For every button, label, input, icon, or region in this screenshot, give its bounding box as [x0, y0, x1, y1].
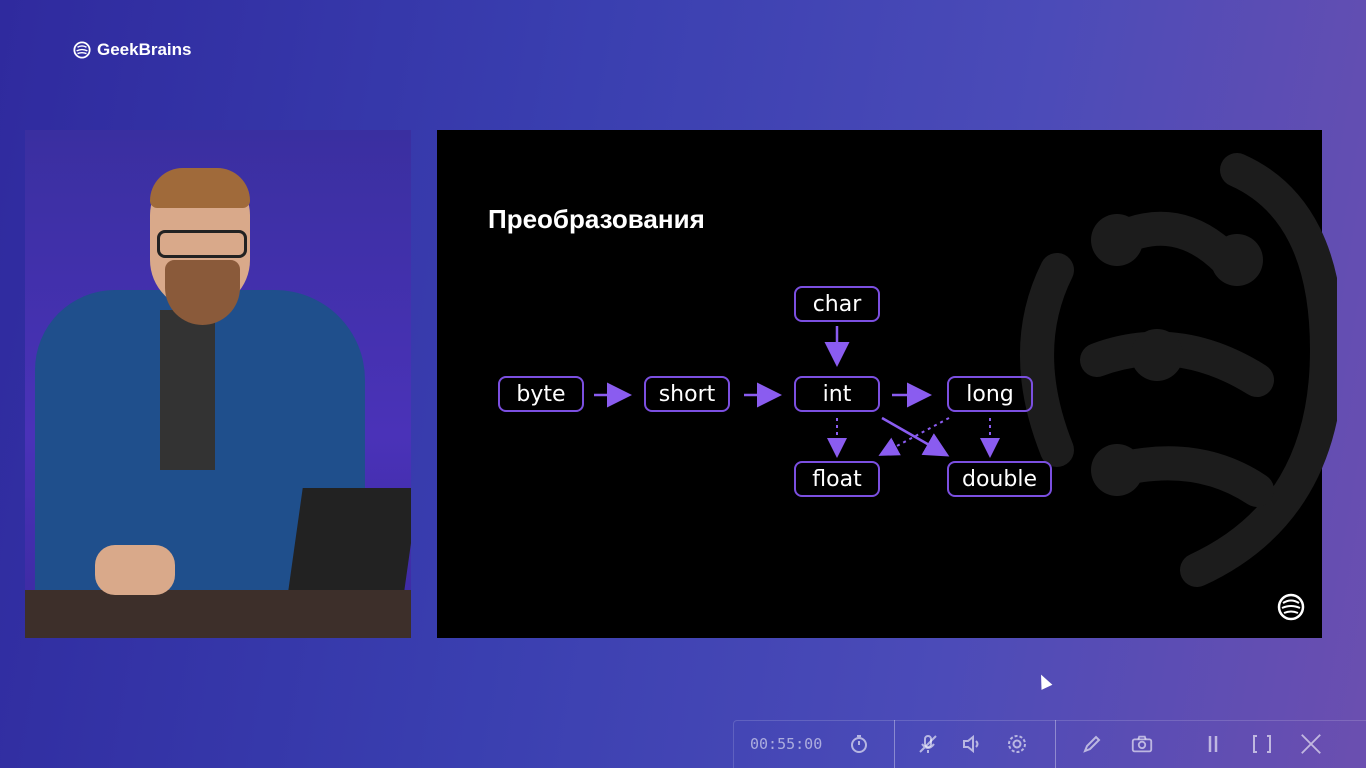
brand-logo: GeekBrains	[73, 40, 192, 60]
timer-icon[interactable]	[847, 732, 871, 756]
presenter-hand	[95, 545, 175, 595]
presenter-hair	[150, 168, 250, 208]
volume-icon[interactable]	[960, 732, 984, 756]
presenter-shirt	[160, 310, 215, 470]
toolbar-frame	[733, 720, 1366, 768]
toolbar-separator	[894, 720, 895, 768]
type-conversion-diagram	[594, 326, 1000, 458]
slide-panel: Преобразования char byte short	[437, 130, 1337, 638]
presenter-glasses	[157, 230, 247, 258]
node-long: long	[947, 376, 1033, 412]
node-char: char	[794, 286, 880, 322]
settings-icon[interactable]	[1005, 732, 1029, 756]
arrow-long-float	[878, 417, 950, 456]
pen-icon[interactable]	[1080, 732, 1104, 756]
close-icon[interactable]	[1299, 732, 1323, 756]
player-toolbar: 00:55:00	[733, 720, 1366, 768]
toolbar-separator	[1055, 720, 1056, 768]
fullscreen-icon[interactable]	[1250, 732, 1274, 756]
mouse-cursor	[1035, 672, 1053, 690]
presenter-video	[25, 130, 411, 638]
slide-title: Преобразования	[488, 204, 705, 234]
pause-icon[interactable]	[1201, 732, 1225, 756]
node-float: float	[794, 461, 880, 497]
background-brain-watermark	[1020, 153, 1337, 587]
laptop	[287, 488, 411, 598]
presenter-beard	[165, 260, 240, 325]
arrow-int-double	[881, 416, 950, 457]
node-int: int	[794, 376, 880, 412]
slide: Преобразования char byte short	[437, 130, 1337, 638]
mic-off-icon[interactable]	[916, 732, 940, 756]
node-short: short	[644, 376, 730, 412]
node-double: double	[947, 461, 1052, 497]
node-byte: byte	[498, 376, 584, 412]
brain-corner-icon	[1277, 593, 1305, 621]
desk	[25, 590, 411, 638]
brand-name: GeekBrains	[97, 40, 192, 59]
camera-icon[interactable]	[1130, 732, 1154, 756]
elapsed-time: 00:55:00	[750, 735, 823, 753]
brain-logo-icon	[73, 41, 91, 59]
